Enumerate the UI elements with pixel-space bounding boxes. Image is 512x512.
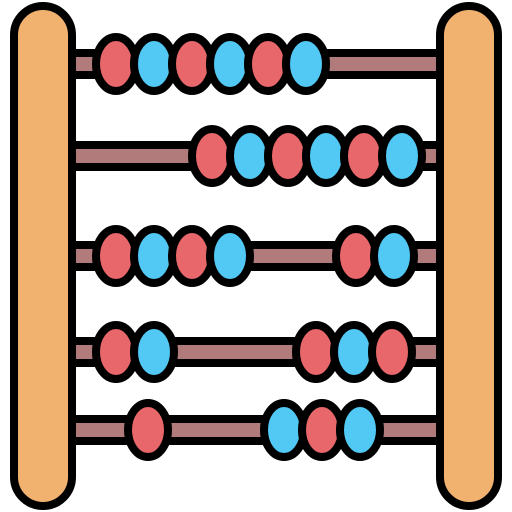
bead-blue bbox=[130, 321, 178, 383]
bead-red bbox=[124, 399, 172, 461]
bead-blue bbox=[370, 225, 418, 287]
frame-post-right bbox=[436, 2, 502, 510]
bead-blue bbox=[282, 33, 330, 95]
bead-blue bbox=[336, 399, 384, 461]
bead-red bbox=[368, 321, 416, 383]
frame-post-left bbox=[10, 2, 76, 510]
bead-blue bbox=[206, 225, 254, 287]
bead-blue bbox=[378, 125, 426, 187]
frame-posts bbox=[10, 2, 502, 510]
rod bbox=[60, 415, 452, 445]
beads bbox=[92, 33, 426, 461]
